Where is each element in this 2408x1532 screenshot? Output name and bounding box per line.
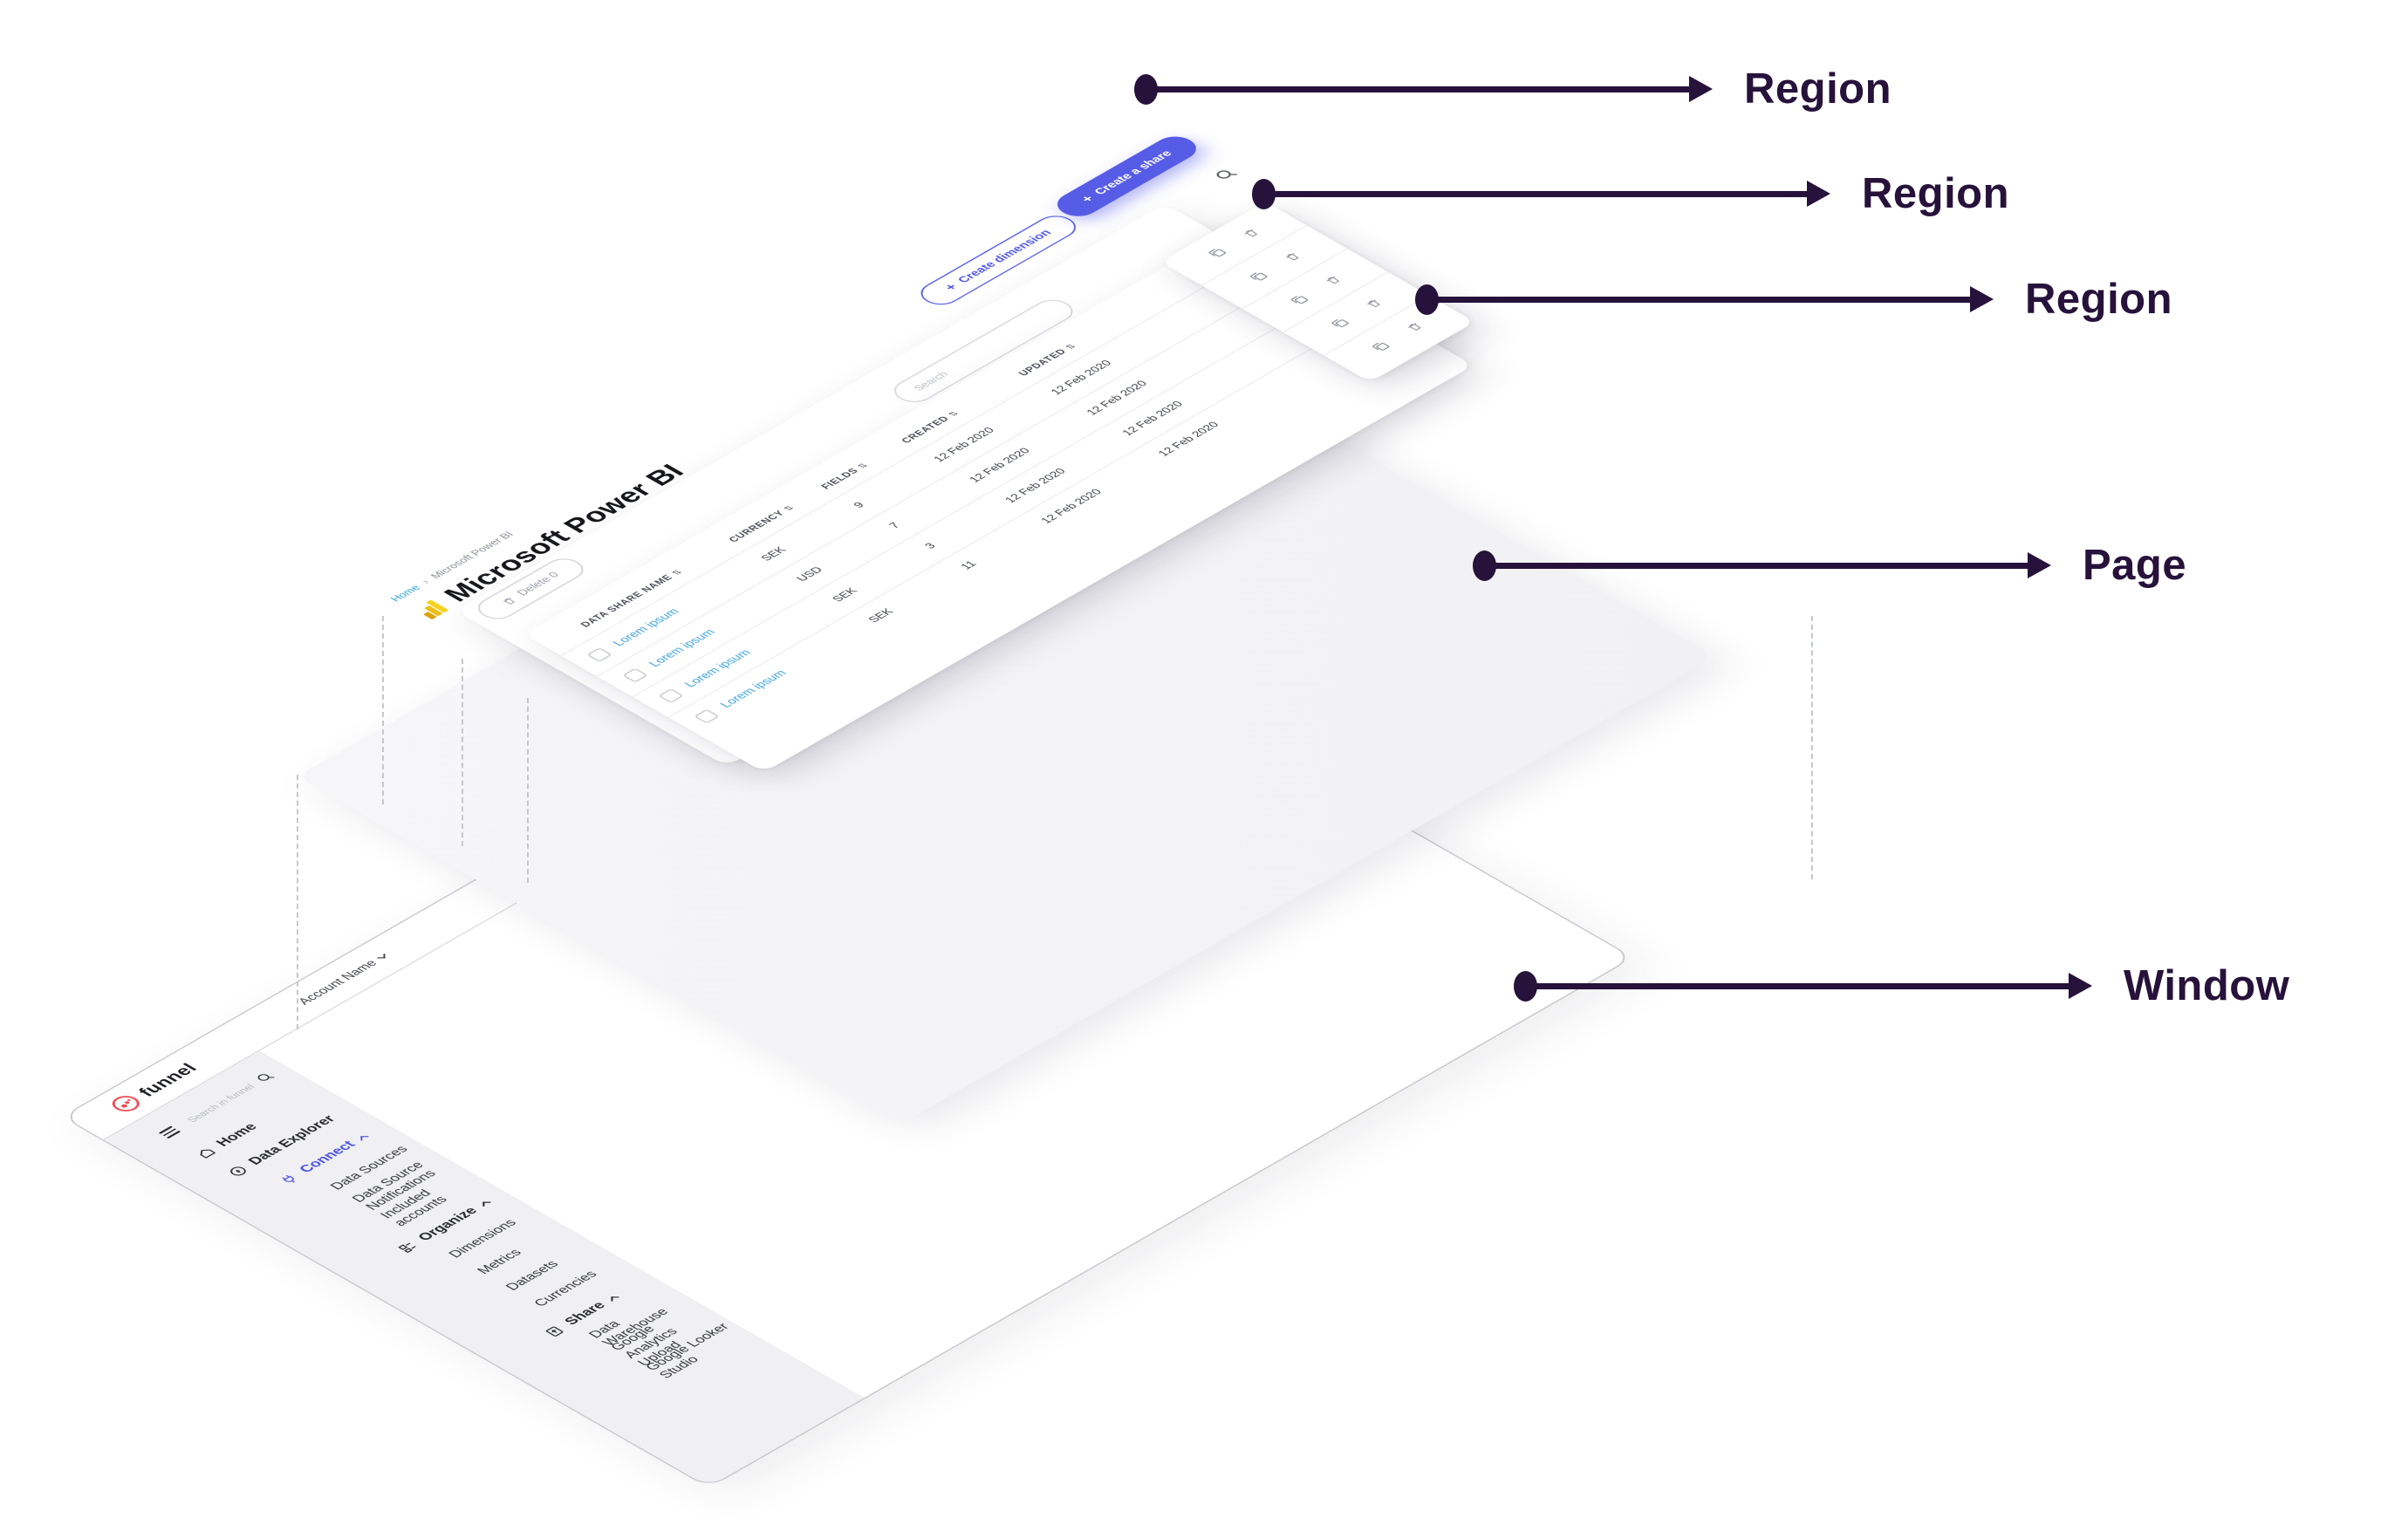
organize-icon	[397, 1242, 416, 1253]
app-window-layer: funnel Account Name Search in funnel	[61, 585, 1635, 1488]
row-checkbox[interactable]	[585, 646, 612, 662]
row-checkbox[interactable]	[693, 708, 720, 724]
annotation-arrow-line	[1536, 982, 2069, 989]
search-icon	[1216, 170, 1238, 179]
row-actions	[1160, 202, 1306, 285]
annotation-arrow-line	[1495, 562, 2028, 569]
sort-icon: ⇅	[781, 503, 797, 513]
row-actions	[1242, 248, 1388, 332]
row-checkbox[interactable]	[621, 667, 648, 683]
copy-icon[interactable]	[1203, 245, 1229, 260]
row-actions	[1201, 224, 1347, 309]
annotation-region-3: Region	[1415, 275, 2172, 324]
sidebar: Search in funnel Home Data Explorer	[104, 1050, 867, 1488]
copy-icon[interactable]	[1245, 270, 1271, 284]
trash-icon[interactable]	[1322, 274, 1344, 287]
annotation-arrowhead-icon	[1807, 181, 1830, 207]
annotation-arrow-line	[1437, 296, 1971, 303]
annotation-arrow-line	[1274, 190, 1808, 197]
row-actions	[1323, 295, 1469, 379]
annotation-label: Region	[2025, 276, 2173, 323]
account-name-label: Account Name	[294, 957, 380, 1007]
page-header-block: Home › Microsoft Power BI Microsoft Powe…	[388, 371, 829, 624]
home-icon	[200, 1149, 215, 1159]
window-topbar: funnel Account Name	[63, 587, 1028, 1140]
annotation-label: Window	[2124, 962, 2290, 1009]
row-actions-region-card	[1160, 202, 1475, 382]
annotation-label: Region	[1744, 65, 1892, 113]
search-placeholder: Search	[911, 369, 951, 393]
hamburger-menu-icon[interactable]	[158, 1125, 181, 1139]
annotation-dot	[1415, 284, 1439, 315]
annotation-region-2: Region	[1252, 169, 2009, 218]
sidebar-item-connect[interactable]: Connect	[214, 1114, 402, 1222]
annotation-dot	[1134, 73, 1158, 105]
sidebar-search-row: Search in funnel	[111, 1055, 305, 1166]
funnel-logo: funnel	[105, 1059, 202, 1115]
annotation-label: Page	[2083, 542, 2187, 589]
share-doc-icon	[545, 1326, 564, 1337]
plus-icon: +	[941, 281, 961, 293]
funnel-logo-icon	[112, 1096, 140, 1111]
search-icon[interactable]	[251, 1070, 278, 1085]
sort-icon: ⇅	[854, 461, 871, 470]
power-bi-logo-icon	[423, 599, 448, 619]
sidebar-item-share[interactable]: Share	[479, 1266, 667, 1374]
annotation-window: Window	[1514, 961, 2289, 1010]
search-region-icon[interactable]	[1209, 165, 1246, 186]
chevron-up-icon	[360, 1135, 369, 1141]
create-share-label: Create a share	[1091, 148, 1175, 197]
plug-icon	[281, 1174, 295, 1183]
trash-icon[interactable]	[1281, 250, 1303, 263]
delete-button-label: Delete 0	[515, 570, 563, 598]
sidebar-item-organize[interactable]: Organize	[332, 1182, 521, 1290]
annotation-label: Region	[1862, 170, 2010, 217]
sidebar-item-data-explorer[interactable]: Data Explorer	[182, 1096, 370, 1203]
sort-icon: ⇅	[1063, 341, 1078, 351]
create-share-button[interactable]: + Create a share	[1049, 131, 1205, 222]
row-actions	[1283, 271, 1428, 356]
annotation-arrowhead-icon	[1970, 286, 1994, 312]
plus-icon: +	[1077, 193, 1098, 205]
breadcrumb-separator: ›	[419, 578, 433, 586]
account-menu[interactable]: Account Name	[295, 951, 392, 1007]
connector-dashed-line	[297, 775, 298, 1029]
row-checkbox[interactable]	[657, 687, 684, 703]
compass-icon	[229, 1166, 246, 1176]
annotation-arrowhead-icon	[2028, 552, 2051, 578]
annotation-dot	[1514, 970, 1537, 1002]
connector-dashed-line	[382, 616, 384, 804]
trash-icon	[503, 598, 516, 605]
annotation-arrow-line	[1156, 85, 1690, 92]
annotation-dot	[1473, 550, 1496, 581]
annotation-arrowhead-icon	[1689, 76, 1713, 102]
connector-dashed-line	[1811, 616, 1813, 879]
copy-icon[interactable]	[1286, 292, 1312, 307]
trash-icon[interactable]	[1240, 227, 1262, 240]
copy-icon[interactable]	[1326, 316, 1352, 331]
copy-icon[interactable]	[1367, 339, 1393, 354]
annotation-region-1: Region	[1134, 65, 1892, 113]
trash-icon[interactable]	[1403, 321, 1425, 334]
chevron-down-icon	[377, 954, 386, 959]
chevron-up-icon	[610, 1296, 619, 1302]
sidebar-item-home[interactable]: Home	[150, 1077, 338, 1185]
connector-dashed-line	[527, 698, 529, 883]
toolbar-region-card: Delete 0 Search	[455, 203, 1437, 767]
annotation-dot	[1252, 178, 1276, 209]
sort-icon: ⇅	[945, 408, 961, 419]
annotation-arrowhead-icon	[2069, 973, 2092, 999]
chevron-up-icon	[482, 1201, 490, 1207]
annotation-page: Page	[1473, 541, 2186, 590]
connector-dashed-line	[462, 659, 463, 846]
trash-icon[interactable]	[1363, 298, 1385, 311]
delete-button[interactable]: Delete 0	[469, 554, 592, 624]
